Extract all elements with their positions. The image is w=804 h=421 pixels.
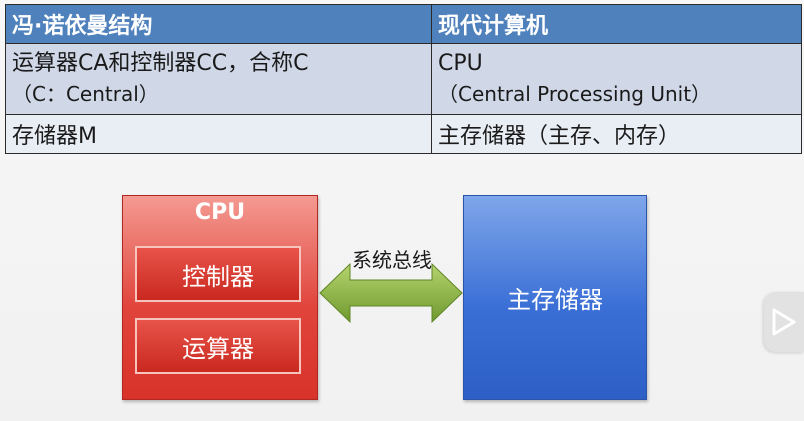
table-header-row: 冯·诺依曼结构 现代计算机 (5, 4, 802, 44)
cell-sub-text: （C：Central） (12, 82, 159, 106)
table-row: 存储器M 主存储器（主存、内存） (5, 114, 802, 154)
table-row: 运算器CA和控制器CC，合称C （C：Central） CPU （Central… (5, 43, 802, 115)
cell-modern-memory: 主存储器（主存、内存） (431, 114, 802, 154)
cell-sub-text: （Central Processing Unit） (438, 82, 712, 106)
alu-block: 运算器 (135, 318, 301, 374)
system-bus-label: 系统总线 (352, 248, 432, 272)
double-arrow-icon (319, 262, 463, 324)
comparison-table: 冯·诺依曼结构 现代计算机 运算器CA和控制器CC，合称C （C：Central… (5, 4, 802, 154)
cell-von-neumann-cpu: 运算器CA和控制器CC，合称C （C：Central） (5, 43, 432, 115)
controller-block: 控制器 (135, 246, 301, 302)
cell-main-text: 运算器CA和控制器CC，合称C (12, 51, 309, 76)
main-memory-block: 主存储器 (463, 195, 647, 400)
cell-modern-cpu: CPU （Central Processing Unit） (431, 43, 802, 115)
header-modern-computer: 现代计算机 (431, 4, 802, 44)
cell-von-neumann-memory: 存储器M (5, 114, 432, 154)
cell-main-text: CPU (438, 51, 483, 76)
play-icon (772, 308, 796, 336)
corner-play-widget[interactable] (764, 292, 804, 352)
cpu-title: CPU (194, 200, 246, 225)
cpu-block: CPU 控制器 运算器 (122, 195, 318, 400)
header-von-neumann: 冯·诺依曼结构 (5, 4, 432, 44)
